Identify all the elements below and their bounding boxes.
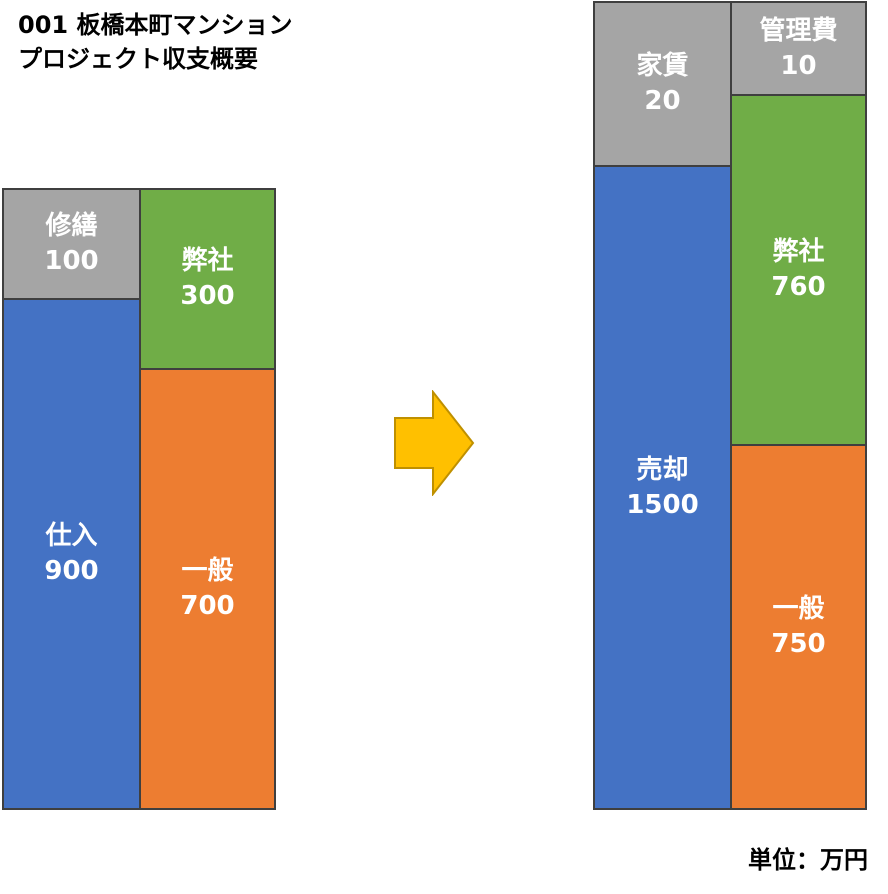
block-value: 100 <box>44 246 99 276</box>
unit-label: 単位：万円 <box>748 846 868 874</box>
block-before-general: 一般 700 <box>139 368 276 810</box>
block-before-company: 弊社 300 <box>139 188 276 370</box>
block-after-general: 一般 750 <box>730 444 867 810</box>
block-label: 管理費 <box>759 15 838 46</box>
right-arrow-icon <box>394 390 475 496</box>
block-value: 750 <box>771 629 826 659</box>
block-before-repair: 修繕 100 <box>2 188 141 300</box>
block-label: 修繕 <box>45 211 98 241</box>
block-value: 1500 <box>626 489 699 520</box>
block-after-company: 弊社 760 <box>730 94 867 446</box>
title-line-1: 001 板橋本町マンション <box>18 11 293 39</box>
block-value: 10 <box>780 50 817 81</box>
block-value: 700 <box>180 591 235 621</box>
block-label: 一般 <box>772 594 825 624</box>
block-label: 家賃 <box>636 51 689 81</box>
block-after-management-fee: 管理費 10 <box>730 1 867 96</box>
block-after-rent: 家賃 20 <box>593 1 732 167</box>
block-after-sale: 売却 1500 <box>593 165 732 810</box>
block-value: 760 <box>771 272 826 302</box>
block-label: 弊社 <box>181 246 234 276</box>
title-line-2: プロジェクト収支概要 <box>18 45 258 73</box>
block-label: 売却 <box>636 454 689 485</box>
block-value: 300 <box>180 281 235 311</box>
block-label: 弊社 <box>772 237 825 267</box>
block-value: 900 <box>44 556 99 586</box>
block-before-purchase: 仕入 900 <box>2 298 141 810</box>
block-label: 仕入 <box>45 521 98 551</box>
block-label: 一般 <box>181 556 234 586</box>
block-value: 20 <box>644 86 681 116</box>
page-title: 001 板橋本町マンション プロジェクト収支概要 <box>18 8 292 76</box>
